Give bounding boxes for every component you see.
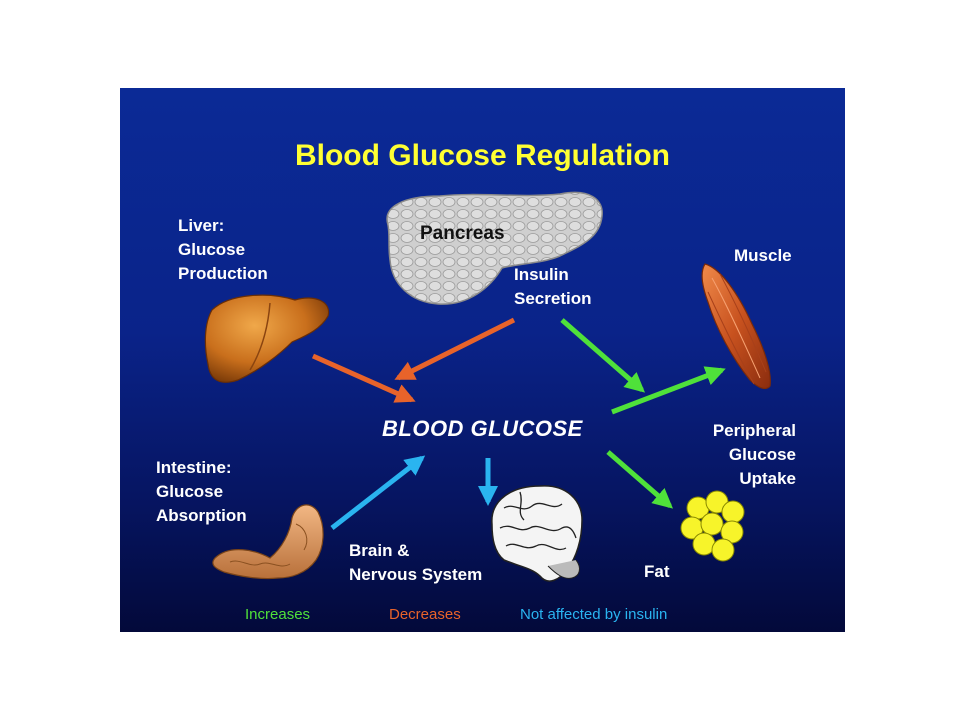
- brain-icon: [491, 485, 583, 582]
- arrow-insulin-to-uptake: [560, 318, 646, 393]
- brain-label: Brain & Nervous System: [349, 541, 483, 584]
- pancreas-icon: [386, 191, 603, 305]
- fat-icon: [680, 490, 745, 562]
- arrow-glucose-to-muscle: [611, 366, 726, 415]
- peripheral-uptake-label: Peripheral Glucose Uptake: [712, 421, 796, 488]
- intestine-label: Intestine: Glucose Absorption: [156, 458, 247, 525]
- legend-increases: Increases: [245, 606, 311, 623]
- muscle-label: Muscle: [734, 246, 792, 265]
- diagram-slide: Blood Glucose Regulation Pancreas Insuli…: [120, 88, 845, 632]
- intestine-icon: [212, 504, 324, 580]
- muscle-icon: [701, 263, 771, 390]
- arrow-liver-to-glucose: [311, 353, 416, 403]
- diagram-canvas: [204, 191, 771, 582]
- arrow-glucose-to-fat: [606, 450, 674, 509]
- pancreas-label: Pancreas: [420, 223, 505, 244]
- legend-decreases: Decreases: [389, 606, 461, 623]
- liver-label: Liver: Glucose Production: [178, 216, 268, 283]
- insulin-secretion-label: Insulin Secretion: [514, 265, 592, 308]
- diagram-title: Blood Glucose Regulation: [294, 139, 670, 172]
- arrow-insulin-to-glucose: [394, 317, 516, 381]
- liver-icon: [204, 294, 330, 383]
- arrow-intestine-to-glucose: [330, 455, 426, 530]
- blood-glucose-label: BLOOD GLUCOSE: [382, 416, 583, 441]
- fat-label: Fat: [644, 562, 670, 581]
- legend-not-affected: Not affected by insulin: [520, 606, 668, 623]
